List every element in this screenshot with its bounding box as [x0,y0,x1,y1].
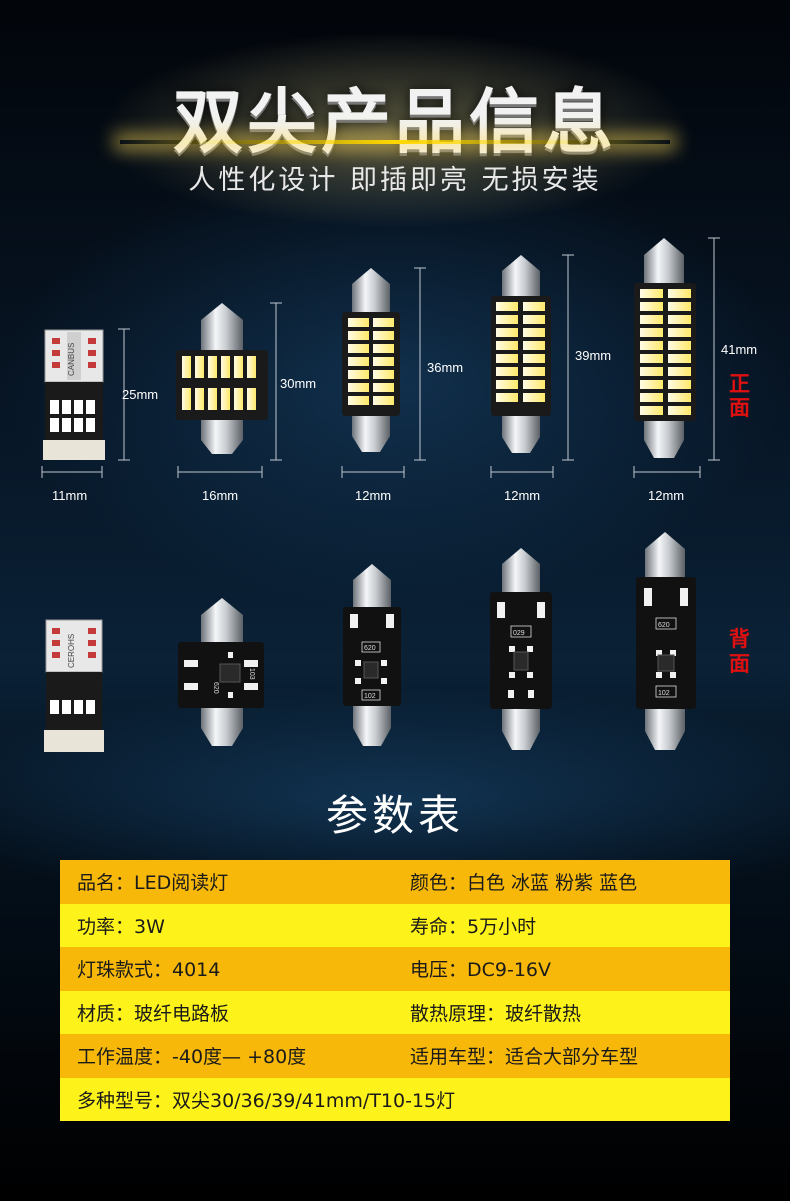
param-cell: 工作温度：-40度— +80度 [77,1046,307,1069]
page-title: 双尖产品信息 [173,81,617,163]
bulb-39mm-back: 029 [490,548,552,750]
36mm-back-chip-label-2: 102 [364,693,376,700]
param-cell: 电压：DC9-16V [410,959,552,982]
dimension-lines [41,237,720,478]
param-cell: 寿命：5万小时 [410,915,537,938]
30mm-back-chip-label-2: 103 [248,668,255,680]
param-table: 品名：LED阅读灯 颜色：白色 冰蓝 粉紫 蓝色 功率：3W 寿命：5万小时 灯… [60,860,730,1121]
bulb-36mm-front [342,268,400,452]
front-label-1: 正 [729,372,750,396]
param-cell: 灯珠款式：4014 [77,959,221,982]
param-row: 材质：玻纤电路板 散热原理：玻纤散热 [60,990,730,1034]
param-cell: 功率：3W [77,915,165,938]
param-cell: 适用车型：适合大部分车型 [410,1046,639,1069]
param-table-title: 参数表 [325,791,464,840]
bulb-41mm-back: 620 102 [636,532,696,750]
back-label-1: 背 [729,627,750,651]
bulb-t10-back: CEROHS [44,619,104,752]
bulb-41mm-front [634,238,696,458]
title-glow-line [120,140,670,144]
t10-front-chip-text: CANBUS [67,343,76,376]
param-cell: 材质：玻纤电路板 [77,1002,230,1025]
39mm-height-label: 39mm [575,348,611,363]
param-cell: 品名：LED阅读灯 [77,872,229,895]
bulb-30mm-back: 620 103 [178,598,264,746]
39mm-back-chip-label: 029 [513,630,525,637]
param-row: 工作温度：-40度— +80度 适用车型：适合大部分车型 [60,1034,730,1078]
36mm-width-label: 12mm [355,488,391,503]
back-label-2: 面 [729,652,750,676]
param-cell: 散热原理：玻纤散热 [410,1002,582,1025]
bulb-39mm-front [491,255,551,453]
param-cell: 颜色：白色 冰蓝 粉紫 蓝色 [410,872,638,895]
41mm-width-label: 12mm [648,488,684,503]
bulb-t10-front: CANBUS [43,329,105,460]
bulb-36mm-back: 620 102 [343,564,401,746]
t10-height-label: 25mm [122,387,158,402]
41mm-back-chip-label: 620 [658,622,670,629]
bulb-30mm-front [176,303,268,454]
41mm-back-chip-label-2: 102 [658,690,670,697]
param-row: 品名：LED阅读灯 颜色：白色 冰蓝 粉紫 蓝色 [60,860,730,904]
param-cell: 多种型号：双尖30/36/39/41mm/T10-15灯 [77,1089,456,1112]
36mm-height-label: 36mm [427,360,463,375]
bulb-illustrations: CANBUS [41,237,757,752]
front-label-2: 面 [729,396,750,420]
39mm-width-label: 12mm [504,488,540,503]
param-row: 功率：3W 寿命：5万小时 [60,903,730,947]
30mm-height-label: 30mm [280,376,316,391]
t10-back-chip-text: CEROHS [67,634,76,668]
30mm-width-label: 16mm [202,488,238,503]
param-row: 多种型号：双尖30/36/39/41mm/T10-15灯 [60,1077,730,1121]
param-row: 灯珠款式：4014 电压：DC9-16V [60,947,730,991]
page-subtitle: 人性化设计 即插即亮 无损安装 [188,165,602,196]
t10-width-label: 11mm [52,488,87,503]
41mm-height-label: 41mm [721,342,757,357]
30mm-back-chip-label: 620 [212,682,219,694]
36mm-back-chip-label: 620 [364,645,376,652]
